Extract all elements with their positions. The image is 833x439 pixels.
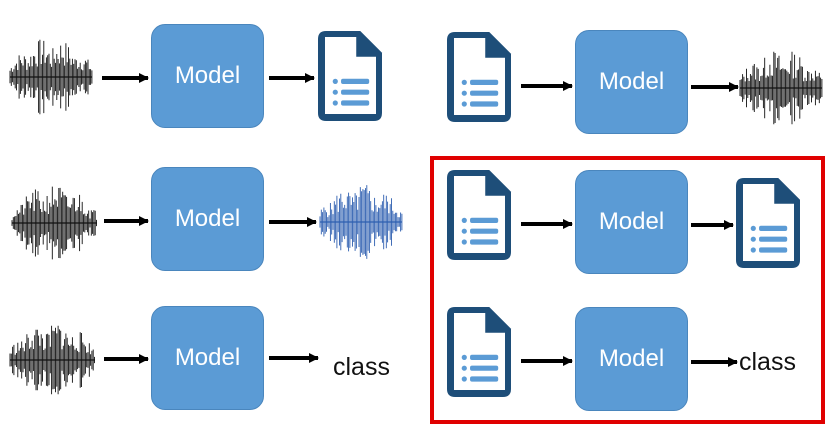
model-box: Model xyxy=(151,306,264,410)
audio-waveform-icon xyxy=(319,185,403,259)
document-icon xyxy=(447,170,511,260)
documents-layer xyxy=(318,31,800,397)
model-box: Model xyxy=(575,307,688,411)
model-box: Model xyxy=(151,167,264,271)
model-box: Model xyxy=(575,30,688,134)
arrows-layer xyxy=(102,73,739,367)
audio-waveform-icon xyxy=(9,325,95,395)
audio-waveform-icon xyxy=(9,39,93,115)
class-label: class xyxy=(739,348,796,376)
audio-waveform-icon xyxy=(11,186,97,260)
model-box: Model xyxy=(575,170,688,274)
waveforms-layer xyxy=(9,39,823,395)
model-box: Model xyxy=(151,24,264,128)
document-icon xyxy=(318,31,382,121)
document-icon xyxy=(736,178,800,268)
document-icon xyxy=(447,32,511,122)
class-label: class xyxy=(333,353,390,381)
audio-waveform-icon xyxy=(739,51,823,125)
document-icon xyxy=(447,307,511,397)
highlight-box xyxy=(430,156,825,424)
